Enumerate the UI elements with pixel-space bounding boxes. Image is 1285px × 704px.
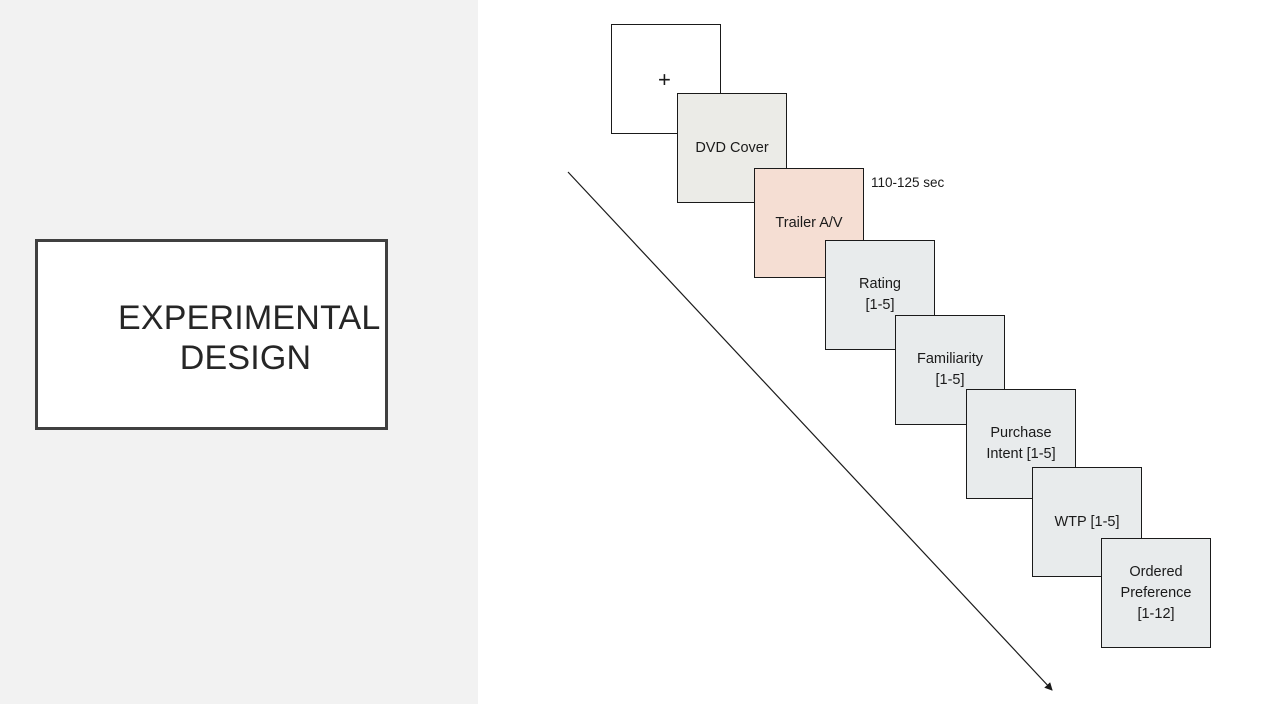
purchase-intent-label: Purchase Intent [1-5]: [986, 425, 1056, 462]
trailer-label: Trailer A/V: [775, 214, 843, 231]
ordered-preference-label: Ordered Preference [1-12]: [1120, 563, 1192, 622]
title-panel: EXPERIMENTAL DESIGN: [0, 0, 478, 704]
slide-title: EXPERIMENTAL DESIGN: [118, 298, 381, 378]
dvd-cover-label: DVD Cover: [695, 139, 769, 156]
familiarity-label: Familiarity [1-5]: [916, 351, 984, 388]
familiarity-screen: Familiarity [1-5]: [895, 315, 1005, 425]
slide-title-line-1: EXPERIMENTAL: [118, 299, 381, 337]
fixation-cross-screen: +: [611, 24, 721, 134]
wtp-label: WTP [1-5]: [1054, 513, 1120, 530]
trailer-duration-label: 110-125 sec: [871, 175, 945, 190]
rating-label: Rating [1-5]: [859, 276, 901, 313]
title-box: EXPERIMENTAL DESIGN: [35, 239, 388, 430]
slide-title-line-2: DESIGN: [179, 339, 312, 377]
fixation-cross-icon: +: [658, 67, 671, 92]
ordered-preference-screen: Ordered Preference [1-12]: [1101, 538, 1211, 648]
